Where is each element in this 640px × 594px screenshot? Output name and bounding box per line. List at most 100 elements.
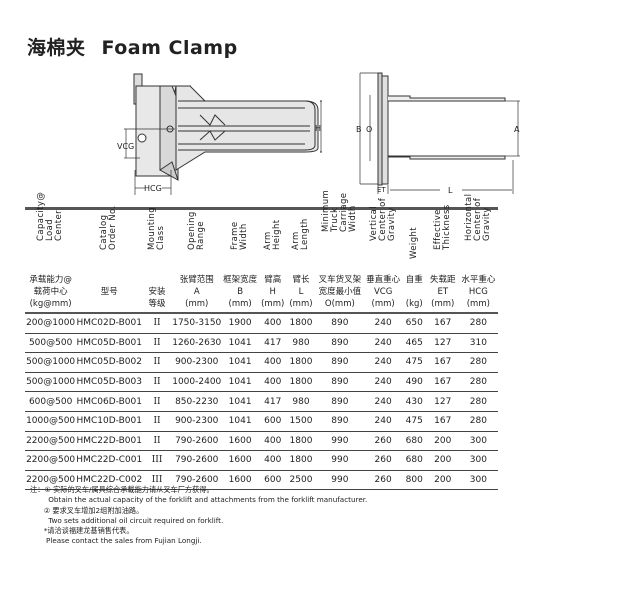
table-cell: 790-2600: [171, 470, 222, 491]
table-cell: 1500: [286, 411, 316, 432]
label-hcg: HCG: [144, 184, 162, 193]
table-cell: 1041: [221, 333, 259, 354]
table-cell: 680: [401, 450, 427, 471]
table-cell: 417: [258, 391, 287, 412]
table-cell: 167: [426, 313, 459, 334]
table-cell: 790-2600: [171, 450, 222, 471]
column-header-zh: 承载能力@ 载荷中心 (kg@mm): [25, 272, 77, 314]
table-cell: 600: [258, 470, 287, 491]
table-cell: 240: [364, 391, 402, 412]
column-header-text: Arm Height: [262, 219, 282, 251]
column-header-text: Effective Thickness: [432, 204, 452, 250]
column-header-zh: 框架宽度 B (mm): [221, 272, 259, 314]
table-cell: 890: [315, 391, 365, 412]
table-cell: 167: [426, 372, 459, 393]
side-view: VCG H HCG: [117, 73, 322, 195]
table-cell: 900-2300: [171, 411, 222, 432]
column-header-en: Minimum Truck Carriage Width: [315, 190, 365, 272]
note-line: Two sets additional oil circuit required…: [30, 515, 224, 525]
table-cell: 600@500: [25, 391, 77, 412]
column-header-en: Mounting Class: [142, 207, 172, 272]
table-cell: 2200@500: [25, 431, 77, 452]
table-cell: HMC10D-B001: [76, 411, 143, 432]
table-cell: 800: [401, 470, 427, 491]
table-cell: 127: [426, 333, 459, 354]
table-cell: 890: [315, 411, 365, 432]
table-cell: 500@1000: [25, 352, 77, 373]
table-cell: 200: [426, 450, 459, 471]
table-cell: 990: [315, 470, 365, 491]
table-cell: 200: [426, 431, 459, 452]
table-cell: 1600: [221, 431, 259, 452]
note-line: Obtain the actual capacity of the forkli…: [30, 495, 368, 505]
table-cell: 890: [315, 372, 365, 393]
table-cell: 475: [401, 411, 427, 432]
column-header-en: Effective Thickness: [426, 204, 459, 272]
table-cell: 2200@500: [25, 470, 77, 491]
note-line: 注：① 实际的叉车/属具综合承载能力请从叉车厂方获得。: [30, 485, 214, 494]
table-cell: HMC06D-B001: [76, 391, 143, 412]
table-cell: 167: [426, 411, 459, 432]
table-cell: 300: [458, 470, 498, 491]
column-header-en: Horizontal Center of Gravity: [458, 194, 498, 272]
label-h: H: [315, 124, 321, 133]
table-cell: 280: [458, 352, 498, 373]
column-header-en: Vertical Center of Gravity: [364, 198, 402, 272]
column-header-text: Frame Width: [230, 221, 250, 250]
table-cell: II: [142, 372, 172, 393]
table-cell: 890: [315, 352, 365, 373]
table-cell: 400: [258, 450, 287, 471]
column-header-zh: 安装 等级: [142, 272, 172, 314]
column-header-en: Arm Length: [286, 207, 316, 272]
column-header-text: Vertical Center of Gravity: [368, 197, 397, 241]
table-cell: 1041: [221, 391, 259, 412]
label-o: O: [366, 125, 372, 134]
table-cell: 1750-3150: [171, 313, 222, 334]
table-cell: 1000@500: [25, 411, 77, 432]
table-cell: II: [142, 411, 172, 432]
table-cell: 240: [364, 333, 402, 354]
foam-clamp-diagram: VCG H HCG B O A ET L: [117, 72, 520, 195]
column-header-zh: 臂长 L (mm): [286, 272, 316, 314]
table-cell: 490: [401, 372, 427, 393]
column-header-en: Weight: [401, 207, 427, 272]
table-cell: HMC02D-B001: [76, 313, 143, 334]
table-cell: 430: [401, 391, 427, 412]
table-cell: 167: [426, 352, 459, 373]
table-cell: 500@1000: [25, 372, 77, 393]
table-cell: 127: [426, 391, 459, 412]
table-cell: 475: [401, 352, 427, 373]
notes: 注：① 实际的叉车/属具综合承载能力请从叉车厂方获得。 Obtain the a…: [30, 485, 367, 547]
note-line: Please contact the sales from Fujian Lon…: [30, 536, 202, 546]
table-cell: 417: [258, 333, 287, 354]
table-cell: 200: [426, 470, 459, 491]
table-cell: 1260-2630: [171, 333, 222, 354]
table-cell: 280: [458, 372, 498, 393]
table-cell: 280: [458, 391, 498, 412]
table-cell: 600: [258, 411, 287, 432]
table-cell: 280: [458, 411, 498, 432]
title-en: Foam Clamp: [101, 37, 238, 59]
table-cell: 1800: [286, 450, 316, 471]
table-cell: 400: [258, 352, 287, 373]
label-et: ET: [377, 186, 386, 194]
table-cell: 850-2230: [171, 391, 222, 412]
table-cell: 240: [364, 352, 402, 373]
note-line: ② 要求叉车增加2组附加油路。: [30, 505, 144, 515]
table-cell: II: [142, 431, 172, 452]
column-header-zh: 叉车货叉架 宽度最小值 O(mm): [315, 272, 365, 314]
column-header-zh: 失载距 ET (mm): [426, 272, 459, 314]
table-cell: 240: [364, 411, 402, 432]
column-header-en: Arm Height: [258, 207, 287, 272]
table-cell: 1800: [286, 372, 316, 393]
column-header-zh: 臂高 H (mm): [258, 272, 287, 314]
table-cell: 280: [458, 313, 498, 334]
